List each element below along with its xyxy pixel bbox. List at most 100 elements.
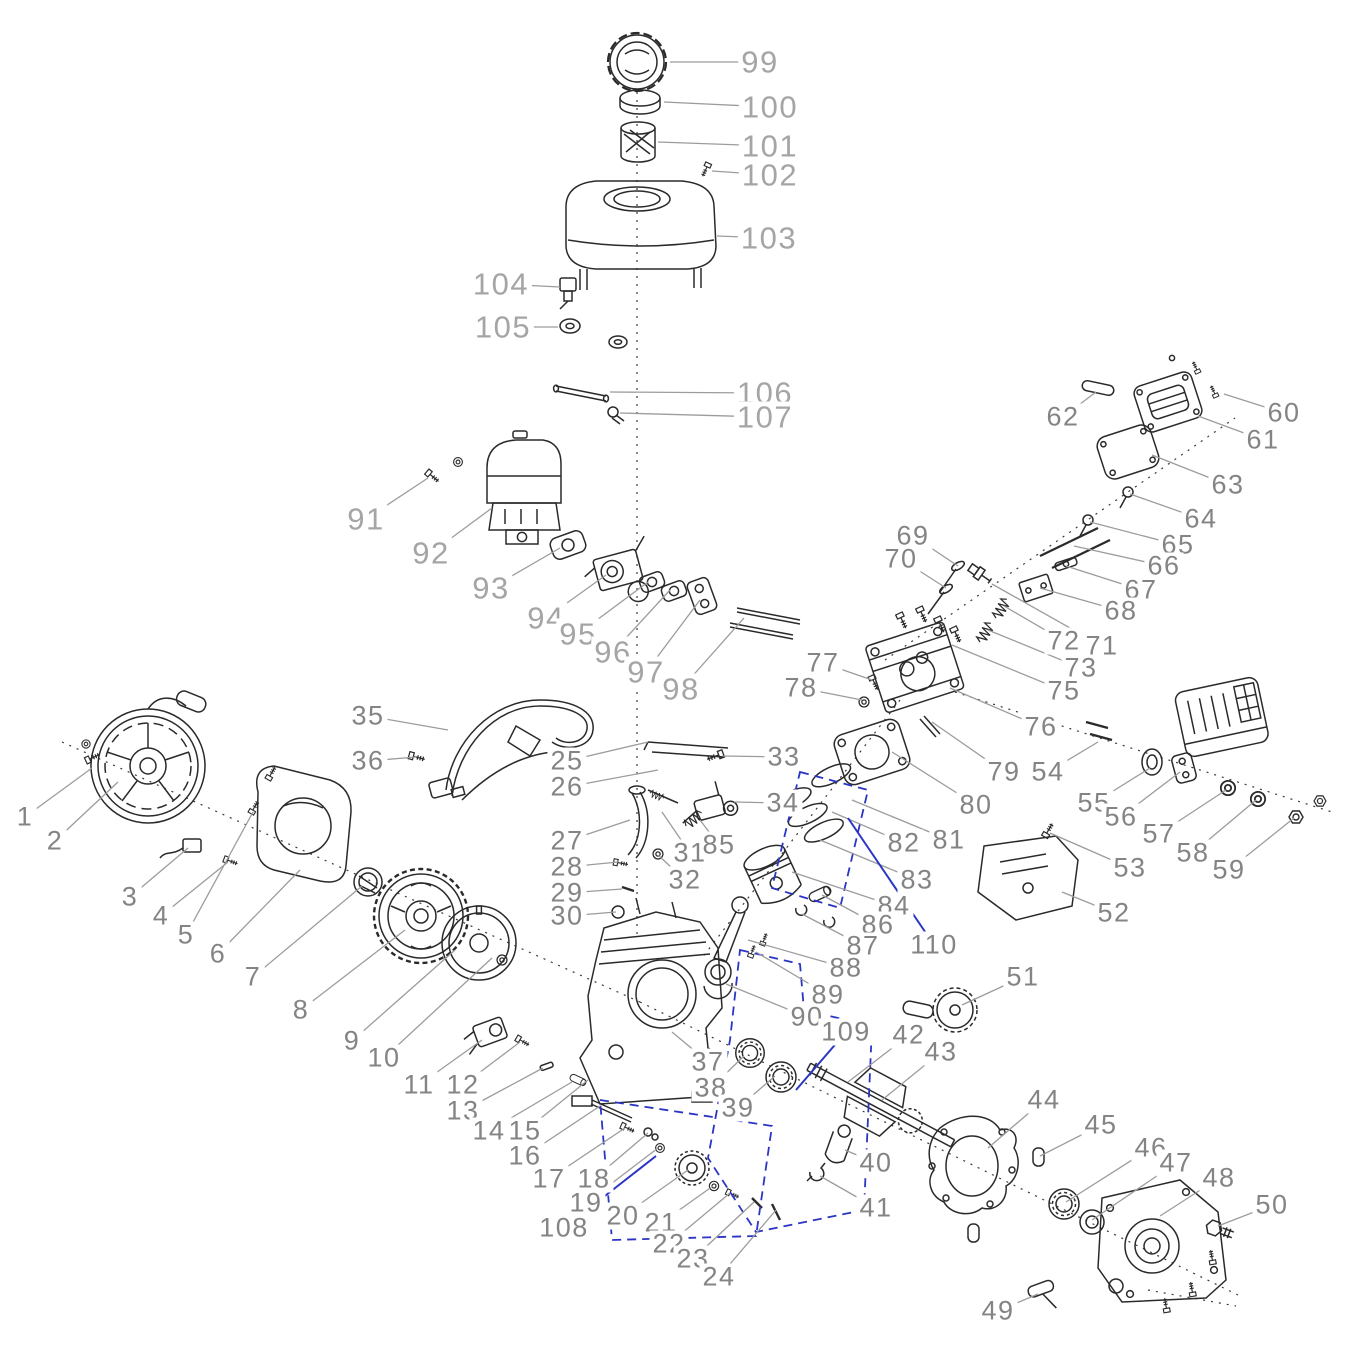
exhaust-gasket <box>1141 748 1163 776</box>
push-rods <box>1039 527 1111 569</box>
small-pin <box>621 885 635 893</box>
fuel-cap <box>606 31 668 93</box>
stop-switch <box>159 838 202 859</box>
leader-line-6 <box>217 869 301 955</box>
callout-11: 11 <box>400 1071 438 1099</box>
hose-clamp <box>607 406 625 425</box>
callout-2: 2 <box>43 827 67 855</box>
fuel-filter <box>620 121 656 163</box>
governor-link <box>647 789 679 804</box>
callout-73: 73 <box>1061 654 1101 682</box>
callout-50: 50 <box>1252 1191 1292 1219</box>
callout-82: 82 <box>884 829 924 857</box>
callout-68: 68 <box>1101 597 1141 625</box>
connecting-rod <box>703 896 749 1000</box>
fuel-valve <box>559 277 577 310</box>
callout-80: 80 <box>956 791 996 819</box>
callout-109: 109 <box>818 1018 874 1046</box>
leader-line-10 <box>383 957 493 1059</box>
callout-81: 81 <box>929 826 969 854</box>
dowel-pin-b <box>967 1223 980 1243</box>
leader-line-110 <box>847 817 935 946</box>
crankshaft <box>806 1062 956 1148</box>
callout-101: 101 <box>738 130 802 162</box>
callout-6: 6 <box>206 940 230 968</box>
valve-tappets <box>1079 486 1134 537</box>
carb-studs <box>729 607 801 640</box>
callout-102: 102 <box>738 159 802 191</box>
washer-18b <box>651 1133 659 1141</box>
callout-103: 103 <box>737 222 801 254</box>
woodruff-key <box>539 1061 554 1072</box>
callout-99: 99 <box>738 46 782 78</box>
callout-58: 58 <box>1173 839 1213 867</box>
muffler-bolts <box>1085 720 1113 742</box>
callout-45: 45 <box>1081 1111 1121 1139</box>
callout-34: 34 <box>763 789 803 817</box>
valves <box>927 560 966 615</box>
callout-97: 97 <box>624 656 668 688</box>
tank-grommets <box>559 318 628 349</box>
callout-5: 5 <box>174 921 198 949</box>
callout-41: 41 <box>856 1194 896 1222</box>
starter-pulley <box>441 905 517 981</box>
callout-48: 48 <box>1199 1164 1239 1192</box>
breather-tube <box>1081 379 1115 397</box>
callout-59: 59 <box>1209 856 1249 884</box>
callout-15: 15 <box>505 1117 545 1145</box>
leader-line-5 <box>185 811 254 936</box>
callout-75: 75 <box>1044 677 1084 705</box>
callout-7: 7 <box>241 963 265 991</box>
callout-110: 110 <box>907 931 961 959</box>
leader-line-8 <box>300 929 406 1011</box>
callout-92: 92 <box>409 537 453 569</box>
callout-26: 26 <box>547 773 587 801</box>
callout-60: 60 <box>1264 399 1304 427</box>
gear-shaft-pin <box>770 1203 782 1221</box>
callout-30: 30 <box>547 902 587 930</box>
head-gasket <box>833 718 911 786</box>
rocker-plate <box>1018 573 1054 603</box>
callout-24: 24 <box>699 1263 739 1291</box>
callout-66: 66 <box>1144 552 1184 580</box>
carburetor <box>584 535 650 603</box>
crankcase-cover <box>1097 1179 1227 1303</box>
callout-35: 35 <box>348 702 388 730</box>
callout-76: 76 <box>1021 713 1061 741</box>
carb-spacers <box>638 571 718 616</box>
ignition-coil <box>463 1016 508 1055</box>
callout-47: 47 <box>1156 1149 1196 1177</box>
callout-53: 53 <box>1110 854 1150 882</box>
fuel-tank <box>565 180 717 290</box>
callout-108: 108 <box>536 1214 592 1242</box>
callout-10: 10 <box>364 1044 404 1072</box>
cap-ring <box>619 89 661 115</box>
callout-8: 8 <box>289 996 313 1024</box>
camshaft <box>902 987 978 1033</box>
callout-9: 9 <box>340 1027 364 1055</box>
callout-96: 96 <box>591 636 635 668</box>
cover-screw-c <box>1168 354 1176 362</box>
callout-44: 44 <box>1024 1086 1064 1114</box>
callout-25: 25 <box>547 747 587 775</box>
pin-clip-b <box>822 916 836 928</box>
callout-33: 33 <box>764 743 804 771</box>
callout-69: 69 <box>893 522 933 550</box>
callout-12: 12 <box>443 1071 483 1099</box>
callout-1: 1 <box>13 803 37 831</box>
piston <box>743 844 802 905</box>
governor-holder <box>824 1124 853 1164</box>
valve-cover <box>1133 371 1203 433</box>
callout-107: 107 <box>733 401 797 433</box>
callout-36: 36 <box>348 747 388 775</box>
callout-40: 40 <box>856 1149 896 1177</box>
leader-line-7 <box>252 885 363 978</box>
cylinder-head <box>865 621 965 714</box>
callout-79: 79 <box>984 758 1024 786</box>
breather-pipe <box>627 785 649 859</box>
spark-plug <box>966 562 993 584</box>
callout-49: 49 <box>978 1297 1018 1325</box>
callout-20: 20 <box>603 1202 643 1230</box>
